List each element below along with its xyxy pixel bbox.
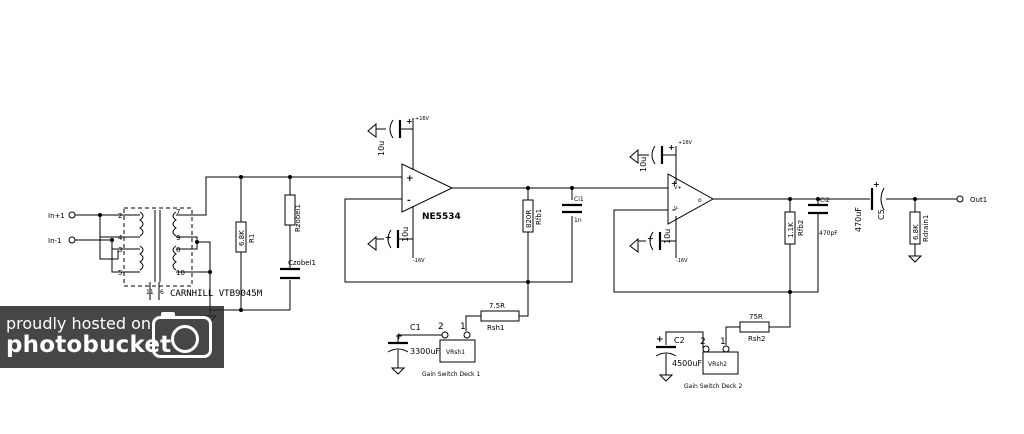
- r1-value: 6.8K: [238, 230, 246, 246]
- xfmr-pin-3: 3: [118, 246, 122, 254]
- u2-vm: V-: [674, 206, 679, 212]
- resistor-r1: 6.8K R1: [235, 177, 256, 310]
- c5-value: 470uF: [854, 207, 863, 232]
- c2-name: C2: [674, 336, 685, 345]
- ci1-name: Ci1: [574, 196, 584, 203]
- svg-text:+: +: [647, 234, 654, 243]
- u2-vp: V+: [674, 185, 682, 191]
- c1-value: 3300uF: [410, 347, 440, 356]
- vrsh1-name: VRsh1: [446, 349, 465, 356]
- rsh1-name: Rsh1: [487, 324, 504, 332]
- vrsh1-pin2: 2: [438, 322, 444, 332]
- photobucket-watermark: proudly hosted on photobucket: [0, 306, 224, 368]
- dec4-value: 10u: [663, 229, 672, 244]
- watermark-line1: proudly hosted on: [6, 314, 152, 333]
- rzobel1-name: Rzobel1: [294, 204, 302, 232]
- c2-value: 4500uF: [672, 359, 702, 368]
- zobel-network: Rzobel1 Czobel1: [280, 177, 316, 310]
- svg-text:+: +: [406, 117, 413, 126]
- capacitor-c2: + C2 4500uF: [655, 331, 704, 382]
- svg-text:+: +: [385, 233, 392, 242]
- rfb1-value: 820R: [525, 210, 533, 228]
- watermark-line2: photobucket: [6, 332, 172, 358]
- ci1-value: 1n: [574, 217, 582, 224]
- decoupling-cap-3: + 10u: [629, 143, 676, 172]
- rfb2-name: Rfb2: [797, 220, 805, 236]
- dec1-value: 10u: [377, 141, 386, 156]
- capacitor-ci2: Ci2 470pF: [808, 197, 838, 237]
- u2-out: o: [698, 197, 702, 204]
- vrsh2-name: VRsh2: [708, 361, 727, 368]
- vrsh1-pin1: 1: [460, 322, 466, 332]
- svg-text:+: +: [873, 180, 880, 189]
- resistor-rsh1: 7.5R Rsh1: [465, 302, 520, 332]
- u2-minus: -: [672, 205, 675, 214]
- u2-vpos: +16V: [678, 140, 693, 146]
- rdrain1-name: Rdrain1: [922, 215, 930, 242]
- rdrain1-value: 6.8K: [912, 224, 920, 240]
- xfmr-pin-6: 6: [160, 289, 164, 296]
- u1-minus: -: [407, 196, 411, 206]
- ci2-name: Ci2: [820, 197, 830, 204]
- deck2-label: Gain Switch Deck 2: [684, 383, 742, 390]
- input-plus-label: In+1: [48, 212, 65, 220]
- resistor-rdrain1: 6.8K Rdrain1: [907, 199, 930, 263]
- decoupling-cap-4: + 10u: [629, 229, 676, 253]
- xfmr-pin-8: 8: [176, 246, 180, 254]
- input-plus-terminal: In+1: [48, 211, 76, 220]
- resistor-rsh2: 75R Rsh2: [725, 313, 770, 345]
- svg-text:+: +: [656, 335, 664, 345]
- capacitor-ci1: Ci1 1n: [562, 196, 584, 224]
- c5-name: C5: [877, 209, 886, 220]
- xfmr-pin-9: 9: [176, 234, 180, 242]
- output-label: Out1: [970, 196, 987, 204]
- u1-vpos: +16V: [415, 116, 430, 122]
- xfmr-pin-7: 7: [176, 208, 180, 216]
- resistor-rfb2: 1.1K Rfb2: [784, 211, 805, 245]
- xfmr-pin-4: 4: [118, 234, 123, 242]
- capacitor-c1: + C1 3300uF: [387, 323, 442, 375]
- rfb2-value: 1.1K: [787, 222, 795, 238]
- dec3-value: 10u: [639, 157, 648, 172]
- xfmr-pin-10: 10: [176, 269, 185, 277]
- output-terminal: Out1: [956, 195, 987, 204]
- r1-name: R1: [248, 234, 256, 243]
- opamp-2: + - V+ V- o +16V -16V: [667, 140, 715, 264]
- czobel1-name: Czobel1: [288, 259, 316, 267]
- u1-plus: +: [406, 174, 414, 184]
- u2-plus: +: [671, 179, 678, 188]
- input-minus-label: In-1: [48, 237, 61, 245]
- vrsh2-pin1: 1: [720, 337, 726, 347]
- rsh1-value: 7.5R: [489, 302, 505, 310]
- u1-vneg: -16V: [413, 258, 425, 264]
- rsh2-name: Rsh2: [748, 335, 765, 343]
- c1-name: C1: [410, 323, 421, 332]
- decoupling-cap-2: + 10u: [367, 227, 413, 251]
- xfmr-pin-2: 2: [118, 212, 122, 220]
- xfmr-pin-5: 5: [118, 269, 122, 277]
- svg-text:+: +: [395, 332, 403, 342]
- rfb1-name: Rfb1: [535, 209, 543, 225]
- u1-name: NE5534: [422, 212, 461, 222]
- camera-icon: [152, 312, 212, 358]
- input-minus-terminal: In-1: [48, 236, 76, 245]
- resistor-rfb1: 820R Rfb1: [522, 199, 543, 233]
- transformer-label: CARNHILL VTB9045M: [170, 289, 263, 299]
- ci2-value: 470pF: [819, 230, 838, 237]
- dec2-value: 10u: [401, 227, 410, 242]
- opamp-ne5534: + - NE5534 +16V -16V: [395, 116, 461, 264]
- u2-vneg: -16V: [676, 258, 688, 264]
- rsh2-value: 75R: [749, 313, 763, 321]
- deck1-label: Gain Switch Deck 1: [422, 371, 480, 378]
- capacitor-c5: + 470uF C5: [854, 180, 886, 232]
- decoupling-cap-1: + 10u: [367, 117, 413, 156]
- transformer: 2 4 3 5 7 9 8 10 11 6 CARNHILL VTB9045M: [118, 207, 263, 299]
- svg-text:+: +: [668, 143, 675, 152]
